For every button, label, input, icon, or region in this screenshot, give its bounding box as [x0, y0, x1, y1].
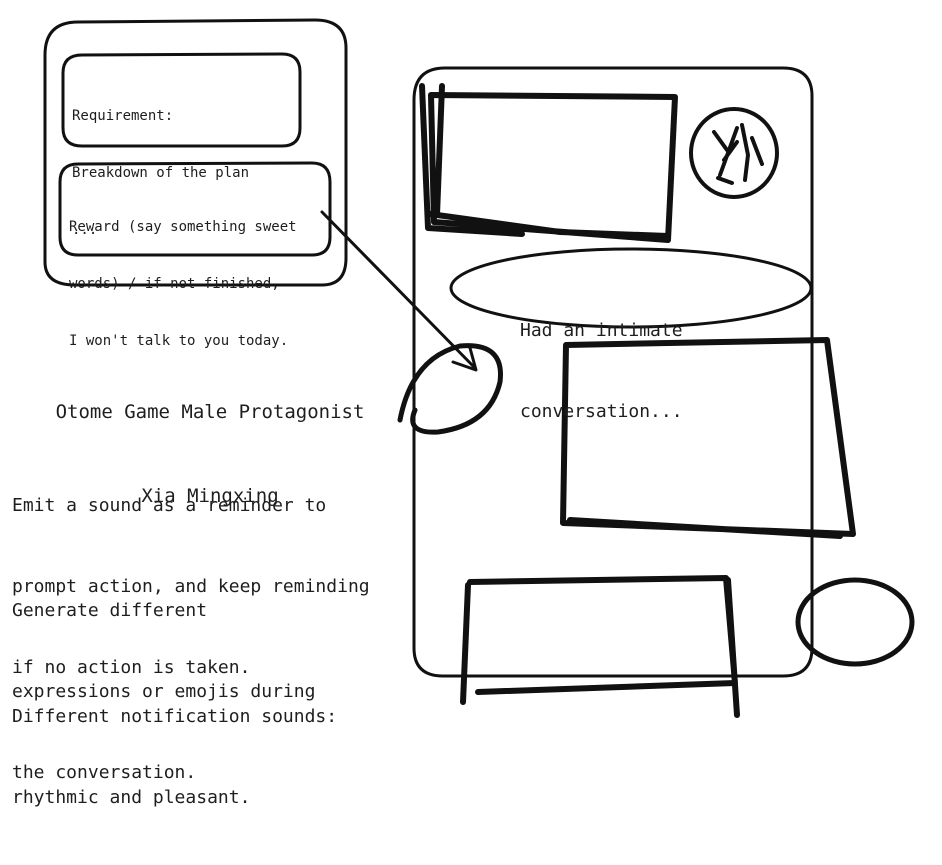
face-features	[712, 123, 764, 185]
note-sound-line-2: prompt action, and keep reminding	[12, 576, 370, 597]
right-circle-shape	[795, 577, 915, 667]
reward-card-frame	[58, 161, 332, 257]
page-title: Otome Game Male Protagonist Xia Mingxing	[20, 342, 400, 566]
note-expr-line-2: expressions or emojis during	[12, 681, 316, 702]
top-image-box	[419, 83, 678, 243]
face-avatar	[689, 107, 779, 199]
bubble-line-1: Had an intimate	[520, 320, 683, 341]
sketch-canvas: Requirement: Breakdown of the plan ... R…	[12, 18, 915, 808]
speech-bubble	[449, 247, 813, 329]
reward-card-text: Reward (say something sweet words) / if …	[69, 180, 297, 389]
reward-line-3: I won't talk to you today.	[69, 333, 289, 349]
reward-line-2: words) / if not finished,	[69, 276, 280, 292]
requirement-line-3: ...	[72, 222, 98, 238]
note-sound-line-3: if no action is taken.	[12, 657, 251, 678]
note-sound-line-1: Emit a sound as a reminder to	[12, 495, 327, 516]
left-blob-shape	[397, 343, 503, 435]
link-arrow	[320, 210, 478, 372]
requirement-line-2: Breakdown of the plan	[72, 165, 250, 181]
phone-frame	[412, 66, 814, 678]
middle-image-box	[560, 337, 856, 539]
note-sound-reminder: Emit a sound as a reminder to prompt act…	[12, 438, 370, 735]
note-notif-line-1: Different notification sounds:	[12, 706, 338, 727]
note-notif-line-2: rhythmic and pleasant.	[12, 787, 251, 808]
bubble-line-2: conversation...	[520, 401, 683, 422]
reward-line-1: Reward (say something sweet	[69, 219, 297, 235]
sketch-drawing	[43, 18, 915, 718]
note-expr-line-1: Generate different	[12, 600, 208, 621]
requirement-card-frame	[61, 52, 302, 148]
left-panel-frame	[43, 18, 348, 287]
note-notification: Different notification sounds: rhythmic …	[12, 649, 337, 865]
speech-bubble-text: Had an intimate conversation...	[520, 263, 745, 479]
requirement-line-1: Requirement:	[72, 108, 174, 124]
title-line-2: Xia Mingxing	[141, 485, 279, 507]
title-line-1: Otome Game Male Protagonist	[55, 401, 365, 423]
requirement-card-text: Requirement: Breakdown of the plan ...	[72, 69, 249, 278]
bottom-image-box	[460, 575, 740, 718]
